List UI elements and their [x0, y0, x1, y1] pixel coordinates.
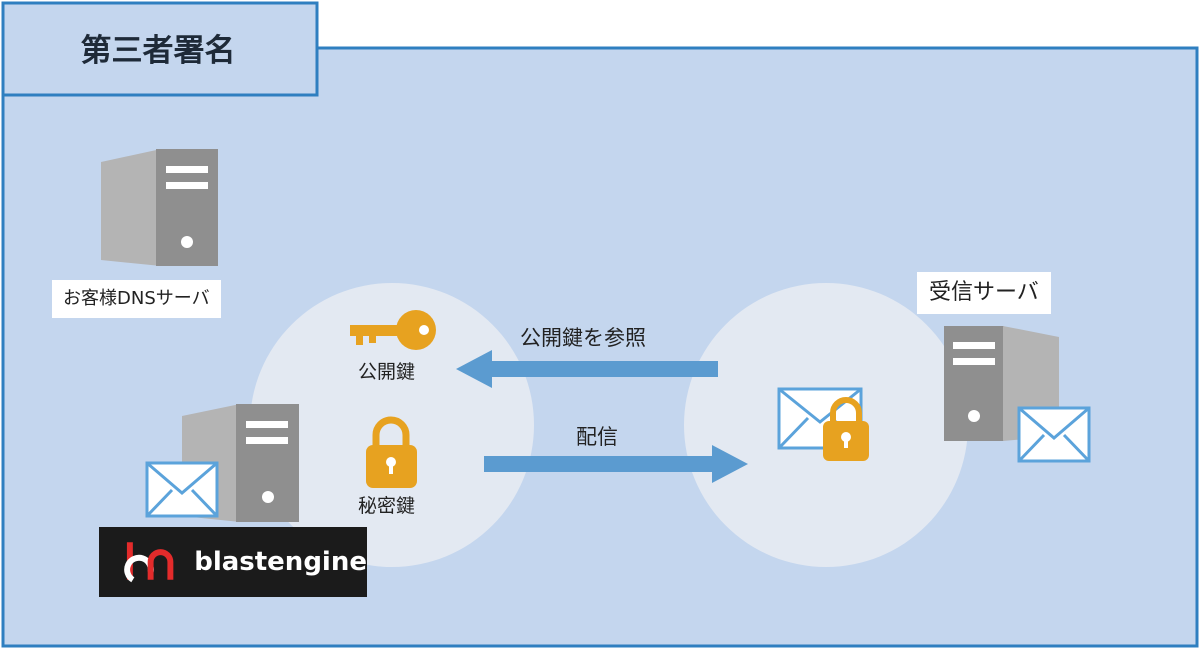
title-tab: [1, 1, 319, 97]
lock-icon: [366, 416, 417, 488]
reference-arrow-label: 公開鍵を参照: [520, 326, 646, 350]
receiving-server-label: 受信サーバ: [917, 272, 1051, 314]
public-key-label: 公開鍵: [358, 361, 416, 383]
private-key-label: 秘密鍵: [358, 495, 416, 517]
brand-name: blastengine: [194, 547, 367, 577]
receiving-server-icon: [944, 326, 1059, 441]
delivery-arrow: [484, 445, 748, 483]
key-icon: [350, 310, 436, 350]
reference-arrow: [456, 350, 718, 388]
sender-circle: [250, 283, 534, 567]
brand-logo: blastengine: [99, 527, 367, 597]
delivery-arrow-label: 配信: [576, 425, 618, 449]
page-title: 第三者署名: [80, 32, 236, 69]
blastengine-logo-icon: [124, 542, 174, 583]
sender-envelope-icon: [145, 461, 219, 518]
customer-dns-server-icon: [101, 149, 218, 266]
receiving-envelope-icon: [1017, 406, 1091, 463]
customer-dns-label: お客様DNSサーバ: [52, 280, 221, 318]
locked-envelope-icon: [777, 387, 869, 461]
